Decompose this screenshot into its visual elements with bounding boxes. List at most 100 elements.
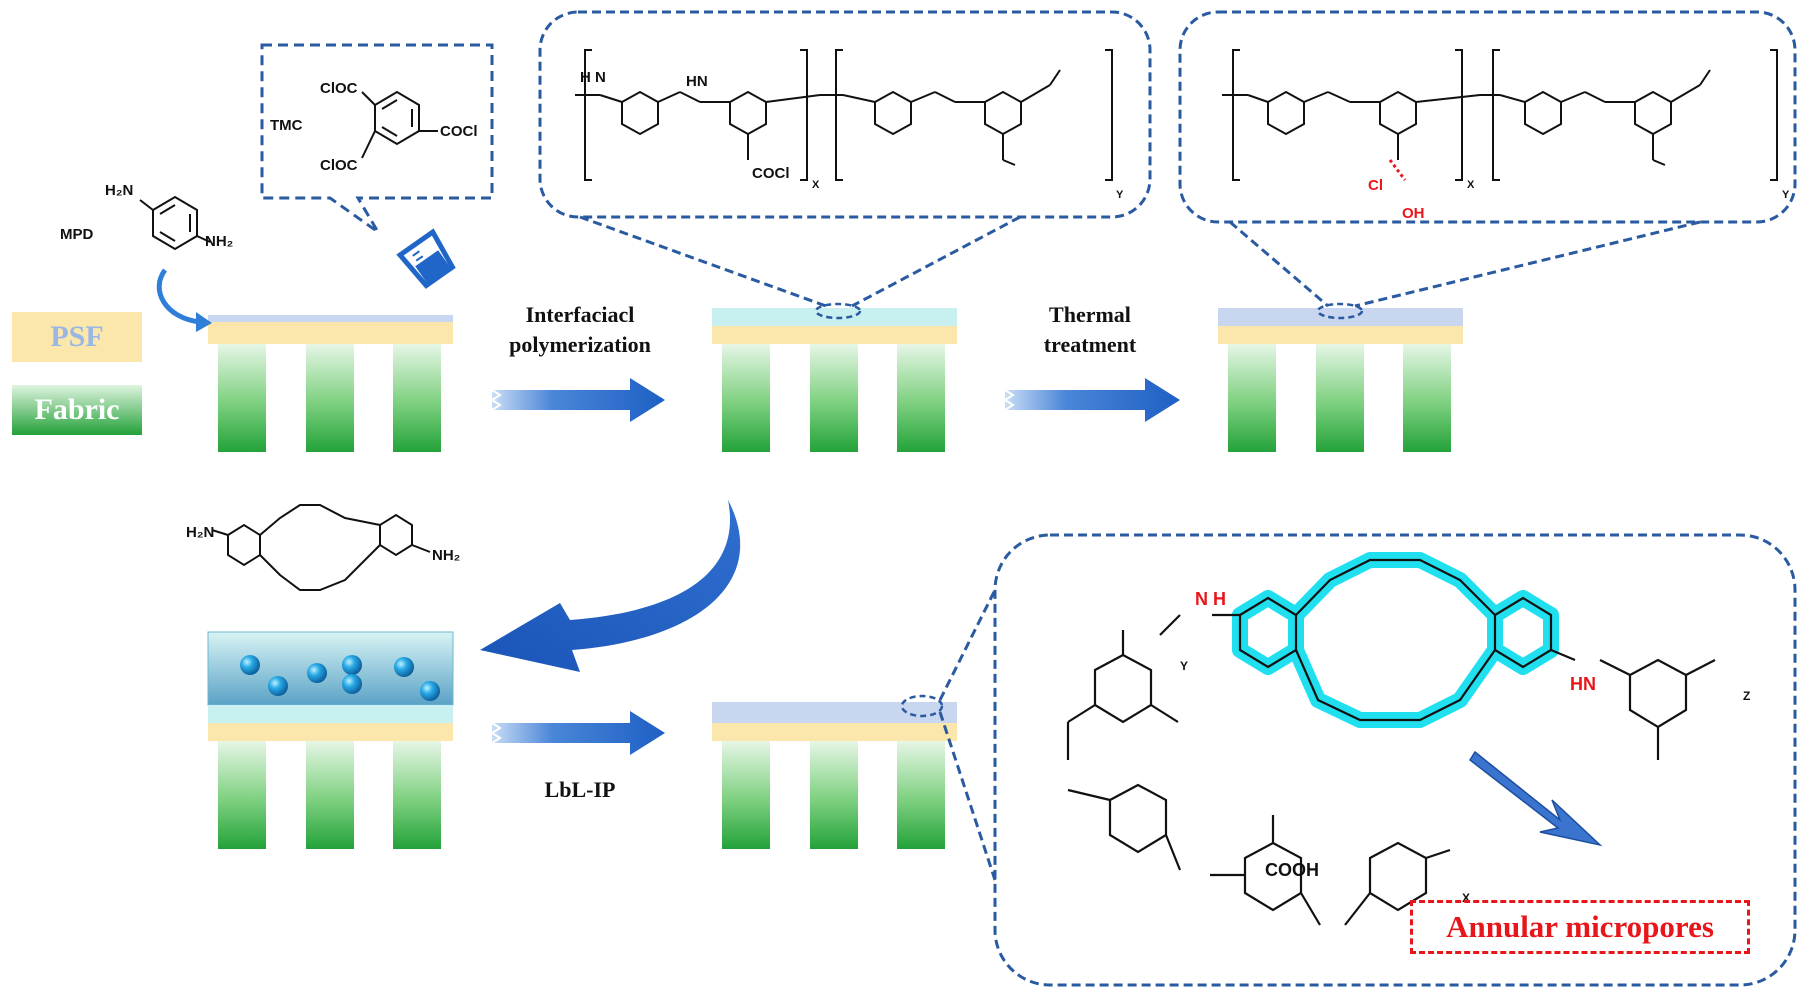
polymer2-sub-y: Y <box>1782 189 1790 201</box>
mpd-arrow <box>156 268 201 325</box>
mpd-arrowhead <box>196 312 212 332</box>
callout-final-structure <box>938 533 1797 987</box>
psf-layer <box>712 326 957 344</box>
step-interfacial-label: Interfaciacl polymerization <box>480 300 680 360</box>
annular-micropores-label: Annular micropores <box>1446 909 1714 944</box>
tmc-callout <box>260 43 494 234</box>
cleavage-mark <box>1388 159 1407 181</box>
fabric-column <box>306 741 354 849</box>
membrane-solution <box>207 631 454 849</box>
step-thermal-line2: treatment <box>1043 332 1137 357</box>
step-lbl-ip-label: LbL-IP <box>544 777 616 802</box>
psf-layer <box>208 723 453 741</box>
fabric-column <box>897 344 945 452</box>
monomer-spheres <box>240 655 440 701</box>
final-nh-label: N H <box>1195 589 1226 609</box>
final-hn-label: HN <box>1570 674 1596 694</box>
final-sub-z: Z <box>1743 689 1750 703</box>
final-layer <box>712 702 957 723</box>
step-thermal-line1: Thermal <box>1049 302 1131 327</box>
polymer2-cl-label: Cl <box>1368 177 1383 194</box>
fabric-column <box>393 344 441 452</box>
membrane-treated <box>1218 302 1463 452</box>
legend-fabric-label: Fabric <box>34 393 120 426</box>
legend-psf-label: PSF <box>50 320 104 353</box>
mpd-structure <box>139 195 211 251</box>
zoom-ellipse <box>1316 302 1364 320</box>
monomer-sphere <box>394 657 414 677</box>
svg-labels: H₂N NH₂ ClOC COCl ClOC H₂N NH₂ H N HN CO… <box>105 69 1790 905</box>
zoom-ellipse <box>814 302 862 320</box>
polymer1-nh-label: H N <box>580 69 606 86</box>
monomer-sphere <box>240 655 260 675</box>
fabric-column <box>810 344 858 452</box>
beaker-icon <box>396 228 456 289</box>
thin-top-layer <box>208 315 453 322</box>
psf-layer <box>712 723 957 741</box>
fabric-column <box>722 344 770 452</box>
annular-micropores-box: Annular micropores <box>1410 900 1750 954</box>
pa-layer <box>712 308 957 326</box>
callout-pa-structure <box>538 10 1152 308</box>
monomer-sphere <box>307 663 327 683</box>
membrane-final <box>712 694 957 849</box>
legend-psf: PSF <box>12 312 142 362</box>
crown-highlight <box>1232 552 1559 728</box>
crown-diamine-structure <box>211 504 431 591</box>
psf-layer <box>1218 326 1463 344</box>
final-sub-y: Y <box>1180 659 1188 673</box>
step-thermal-label: Thermal treatment <box>1000 300 1180 360</box>
fabric-column <box>393 741 441 849</box>
fabric-column <box>810 741 858 849</box>
monomer-sphere <box>268 676 288 696</box>
fabric-column <box>218 344 266 452</box>
fabric-column <box>897 741 945 849</box>
step-interfacial-line2: polymerization <box>509 332 651 357</box>
polymer1-cocl-label: COCl <box>752 165 790 182</box>
mpd-h2n-label: H₂N <box>105 182 133 199</box>
legend-fabric: Fabric <box>12 385 142 435</box>
zoom-ellipse <box>900 694 944 718</box>
membrane-pa <box>712 302 957 452</box>
curved-transfer-arrow <box>480 500 741 672</box>
arrow-lbl-ip <box>490 711 665 755</box>
polymer2-sub-x: X <box>1467 179 1475 191</box>
monomer-sphere <box>342 655 362 675</box>
final-sub-x: X <box>1462 891 1470 905</box>
tmc-label: TMC <box>270 117 303 134</box>
fabric-column <box>1316 344 1364 452</box>
fabric-column <box>722 741 770 849</box>
polymer1-sub-x: X <box>812 179 820 191</box>
arrow-thermal <box>1003 378 1180 422</box>
crown-h2n-label: H₂N <box>186 524 214 541</box>
step-interfacial-line1: Interfaciacl <box>525 302 635 327</box>
tmc-structure <box>361 90 438 159</box>
mpd-nh2-label: NH₂ <box>205 233 233 250</box>
pa-layer <box>208 705 453 723</box>
membrane-pristine <box>208 315 453 452</box>
tmc-cloc-top-label: ClOC <box>320 80 358 97</box>
crown-nh2-label: NH₂ <box>432 547 460 564</box>
tmc-cloc-bottom-label: ClOC <box>320 157 358 174</box>
fabric-column <box>306 344 354 452</box>
callout-treated-structure <box>1178 10 1797 308</box>
arrow-interfacial <box>490 378 665 422</box>
monomer-sphere <box>342 674 362 694</box>
final-cooh-label: COOH <box>1265 860 1319 880</box>
fabric-column <box>1228 344 1276 452</box>
fabric-column <box>1403 344 1451 452</box>
mpd-label: MPD <box>60 226 94 243</box>
polymer2-structure <box>1222 49 1778 181</box>
final-structure-bonds <box>1066 558 1716 926</box>
polymer2-oh-label: OH <box>1402 205 1425 222</box>
micropore-arrow <box>1469 750 1603 847</box>
psf-layer <box>208 322 453 344</box>
tmc-cocl-label: COCl <box>440 123 478 140</box>
monomer-sphere <box>420 681 440 701</box>
polymer1-sub-y: Y <box>1116 189 1124 201</box>
fabric-column <box>218 741 266 849</box>
polymer1-structure <box>575 49 1113 181</box>
polymer1-hn-label: HN <box>686 73 708 90</box>
